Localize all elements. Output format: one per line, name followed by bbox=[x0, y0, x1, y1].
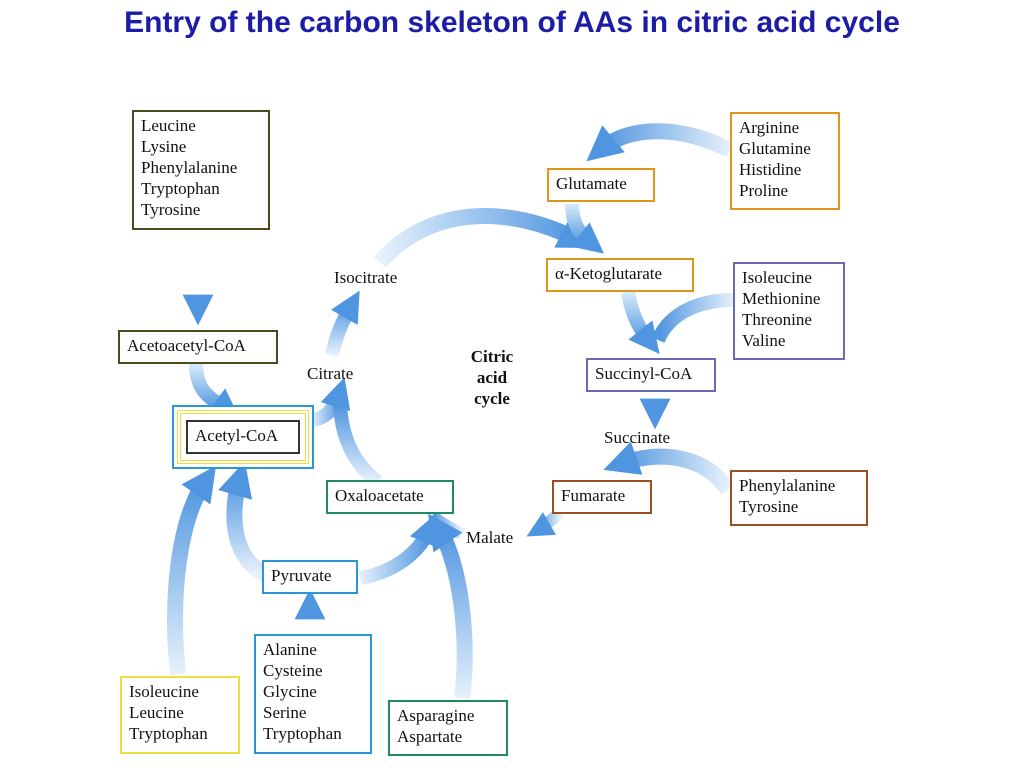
citrate-label: Citrate bbox=[307, 364, 354, 383]
pyruvate-box: Pyruvate bbox=[262, 560, 358, 594]
alpha-ketoglutarate-box: α-Ketoglutarate bbox=[546, 258, 694, 292]
aa-leucine: Leucine bbox=[141, 116, 196, 135]
cycle-word-2: acid bbox=[476, 368, 508, 387]
arrow-glutamate-to-akg bbox=[565, 203, 605, 254]
acetyl-precursors-box: Isoleucine Leucine Tryptophan bbox=[120, 676, 240, 754]
aa-glutamine: Glutamine bbox=[739, 139, 811, 158]
arrow-arginine-to-glutamate bbox=[586, 123, 734, 162]
cycle-word-1: Citric bbox=[470, 347, 514, 366]
succinate-label: Succinate bbox=[604, 428, 671, 447]
glutamate-box: Glutamate bbox=[547, 168, 655, 202]
succinyl-precursors-box: Isoleucine Methionine Threonine Valine bbox=[733, 262, 845, 360]
arrow-pyruvate-to-oxaloacetate bbox=[358, 513, 439, 585]
acetoacetyl-coa-box: Acetoacetyl-CoA bbox=[118, 330, 278, 364]
aa-aspartate: Aspartate bbox=[397, 727, 463, 746]
aa-glycine: Glycine bbox=[263, 682, 317, 701]
citric-acid-cycle-label: Citric acid cycle bbox=[456, 346, 528, 409]
fumarate-box: Fumarate bbox=[552, 480, 652, 514]
aa-tryptophan-3: Tryptophan bbox=[263, 724, 342, 743]
arrow-citrate-to-isocitrate bbox=[325, 290, 360, 357]
aa-isoleucine-2: Isoleucine bbox=[129, 682, 199, 701]
aa-tyrosine: Tyrosine bbox=[141, 200, 201, 219]
aa-lysine: Lysine bbox=[141, 137, 187, 156]
ketogenic-amino-acids-box: Leucine Lysine Phenylalanine Tryptophan … bbox=[132, 110, 270, 230]
arrow-phe-tyr-to-fumarate bbox=[603, 441, 735, 495]
succinyl-coa-box: Succinyl-CoA bbox=[586, 358, 716, 392]
aa-tryptophan: Tryptophan bbox=[141, 179, 220, 198]
pyruvate-precursors-box: Alanine Cysteine Glycine Serine Tryptoph… bbox=[254, 634, 372, 754]
fumarate-precursors-box: Phenylalanine Tyrosine bbox=[730, 470, 868, 526]
aa-methionine: Methionine bbox=[742, 289, 821, 308]
glutamate-precursors-box: Arginine Glutamine Histidine Proline bbox=[730, 112, 840, 210]
aa-isoleucine: Isoleucine bbox=[742, 268, 812, 287]
acetyl-coa-box: Acetyl-CoA bbox=[186, 420, 300, 454]
arrow-ile-leu-trp-to-acetyl bbox=[167, 465, 217, 675]
arrow-akg-to-succinyl bbox=[621, 290, 660, 355]
arrow-acetyl-to-citrate bbox=[310, 377, 351, 427]
aa-alanine: Alanine bbox=[263, 640, 317, 659]
malate-label: Malate bbox=[466, 528, 514, 547]
aa-leucine-2: Leucine bbox=[129, 703, 184, 722]
oxaloacetate-box: Oxaloacetate bbox=[326, 480, 454, 514]
arrow-pyruvate-to-acetyl bbox=[218, 461, 269, 582]
acetyl-coa-yellow-frame bbox=[177, 410, 309, 464]
arrow-asparagine-to-oxaloacetate bbox=[428, 513, 473, 700]
aa-valine: Valine bbox=[742, 331, 786, 350]
aa-phenylalanine: Phenylalanine bbox=[141, 158, 238, 177]
aa-threonine: Threonine bbox=[742, 310, 812, 329]
aa-histidine: Histidine bbox=[739, 160, 802, 179]
isocitrate-label: Isocitrate bbox=[334, 268, 398, 287]
arrow-fumarate-to-malate bbox=[526, 507, 565, 537]
cycle-word-3: cycle bbox=[474, 389, 510, 408]
aa-cysteine: Cysteine bbox=[263, 661, 323, 680]
aa-asparagine: Asparagine bbox=[397, 706, 475, 725]
aa-tryptophan-2: Tryptophan bbox=[129, 724, 208, 743]
arrow-acetoacetyl-to-acetyl bbox=[189, 363, 241, 420]
arrow-isocitrate-to-akg bbox=[373, 208, 594, 268]
aa-arginine: Arginine bbox=[739, 118, 800, 137]
slide-title: Entry of the carbon skeleton of AAs in c… bbox=[124, 6, 900, 39]
arrow-isoleucine-to-succinyl bbox=[651, 293, 735, 344]
aa-proline: Proline bbox=[739, 181, 789, 200]
arrow-oxaloacetate-to-citrate bbox=[333, 404, 383, 488]
aa-tyrosine-2: Tyrosine bbox=[739, 497, 799, 516]
aa-phenylalanine-2: Phenylalanine bbox=[739, 476, 836, 495]
oxaloacetate-precursors-box: Asparagine Aspartate bbox=[388, 700, 508, 756]
aa-serine: Serine bbox=[263, 703, 307, 722]
